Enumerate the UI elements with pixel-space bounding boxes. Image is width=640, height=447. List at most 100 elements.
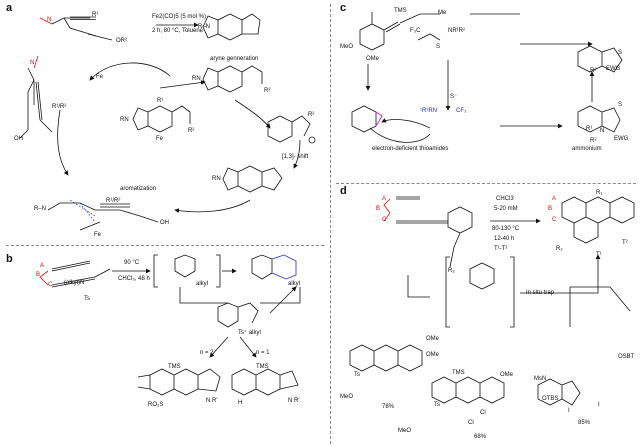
d-b: B — [376, 206, 381, 212]
panel-divider-vertical — [330, 4, 331, 444]
a-r1r2-left: R¹/R² — [52, 104, 67, 110]
d-a2: A — [552, 196, 557, 202]
a-r1-center: R¹ — [157, 98, 164, 104]
c-cf3: CF₃ — [456, 108, 467, 114]
panel-d-label: d — [340, 185, 347, 197]
b-alkyl-mid: alkyl — [196, 281, 209, 287]
c-ewg2: EWG — [606, 66, 621, 72]
d-t1: T¹ — [596, 252, 602, 258]
d-condition-2: 5-20 mM — [494, 206, 518, 212]
c-anion: ¹R²RN — [420, 108, 437, 114]
a-aryne-label: aryne genneration — [210, 56, 259, 62]
c-thioamides: electron-deficient thioamides — [372, 146, 449, 152]
panel-d-structures — [349, 196, 635, 406]
d-a: A — [382, 196, 387, 202]
a-n-top: N — [47, 17, 52, 23]
c-s-minus: S⁻ — [450, 94, 458, 100]
b-tms-1: TMS — [168, 364, 181, 370]
b-tms-2: TMS — [256, 364, 269, 370]
d-p1-ts: Ts — [354, 372, 360, 378]
b-a: A — [40, 263, 45, 269]
a-or2-top: OR² — [116, 38, 127, 44]
d-p3-i1: I — [568, 408, 570, 414]
d-p2-ome: OMe — [500, 372, 514, 378]
c-meo: MeO — [340, 44, 354, 50]
b-c: C — [48, 282, 53, 288]
d-p1-ome-2: OMe — [426, 352, 440, 358]
a-rn-center: RN — [120, 117, 129, 123]
c-r: R¹ — [586, 126, 593, 132]
panel-a-label: a — [6, 2, 13, 14]
d-yield-2: 68% — [474, 434, 487, 440]
b-nr-1: N R' — [206, 398, 218, 404]
a-n-left: N — [30, 60, 35, 66]
a-fe-center: Fe — [156, 136, 164, 142]
d-c2: C — [552, 217, 557, 223]
d-c: C — [382, 217, 387, 223]
d-p3-otbs: OTBS — [542, 396, 559, 402]
b-alkyl-n: (alkyl)N — [64, 280, 85, 286]
b-alkyl-right: alkyl — [288, 281, 301, 287]
d-p2-tms: TMS — [452, 370, 465, 376]
b-n2: n = 2 — [200, 350, 214, 356]
c-r-n: N — [600, 128, 605, 134]
d-p1-meo: MeO — [340, 394, 354, 400]
c-me: Me — [438, 10, 447, 16]
panel-divider-right — [336, 183, 636, 184]
b-n1: n = 1 — [256, 350, 270, 356]
d-p2-ts: Ts — [434, 402, 440, 408]
d-p3-osbt: OSBT — [618, 354, 635, 360]
a-rn-final: RN — [212, 176, 221, 182]
panel-divider-left — [6, 245, 324, 246]
a-r1-top: R¹ — [92, 12, 99, 18]
c-r3: R² — [590, 68, 597, 74]
c-ome: OMe — [366, 56, 380, 62]
d-p2-cl-2: Cl — [468, 420, 474, 426]
a-or2-center: R² — [188, 128, 195, 134]
d-r1: R₁ — [596, 190, 603, 196]
panel-b-label: b — [6, 253, 13, 265]
panel-c-label: c — [340, 2, 347, 14]
d-p2-meo: MeO — [398, 428, 412, 434]
d-b2: B — [548, 206, 553, 212]
d-p1-ome-1: OMe — [426, 336, 440, 342]
d-condition-5: T¹-T² — [494, 246, 508, 252]
a-condition-1: Fe2(CO)5 (5 mol %) — [152, 14, 207, 20]
a-r2-furan: R² — [308, 112, 315, 118]
c-s2: S — [618, 102, 623, 108]
d-r2-left: R₂ — [448, 268, 455, 274]
c-ammonium: ammonium — [572, 146, 602, 152]
a-rn-aryne: RN — [192, 76, 201, 82]
b-condition-2: CHCl₃, 48 h — [118, 276, 150, 282]
d-yield-3: 85% — [578, 420, 591, 426]
c-nr1r2: NR¹R² — [448, 28, 465, 34]
b-ro2s: RO₂S — [148, 402, 164, 408]
d-condition-4: 12-40 h — [494, 236, 515, 242]
b-nr-2: N R' — [288, 398, 300, 404]
a-fe-top: Fe — [96, 74, 104, 80]
c-tms: TMS — [394, 8, 407, 14]
a-oh-left: OH — [14, 136, 23, 142]
a-oh-bottom: OH — [160, 220, 169, 226]
c-ewg: EWG — [614, 136, 629, 142]
a-aromatization-label: aromatization — [120, 186, 157, 192]
panel-c-structures — [351, 12, 623, 143]
d-p2-cl-1: Cl — [480, 410, 486, 416]
a-r-n-bottom: R–N — [34, 206, 47, 212]
b-ts-alkyl: Ts⁺ alkyl — [238, 330, 261, 336]
b-h: H — [238, 400, 243, 406]
d-in-situ: In situ trap — [526, 290, 555, 296]
a-product-rn: R–N — [198, 24, 211, 30]
d-condition-3: 80-130 °C — [492, 226, 520, 232]
b-condition-1: 90 °C — [124, 260, 140, 266]
d-yield-1: 78% — [382, 404, 395, 410]
a-r2-aryne: R² — [264, 88, 271, 94]
d-p3-i2: I — [598, 402, 600, 408]
b-ts-left: Ts — [84, 296, 90, 302]
d-p3-msn: MsN — [534, 376, 547, 382]
d-r2-prod: R₂ — [556, 246, 563, 252]
d-condition-1: CHCl3 — [496, 196, 514, 202]
a-fe-bottom: Fe — [94, 232, 102, 238]
a-r1r2-bottom: R¹/R² — [106, 198, 121, 204]
a-shift-label: [1,3]- shift — [282, 154, 309, 160]
